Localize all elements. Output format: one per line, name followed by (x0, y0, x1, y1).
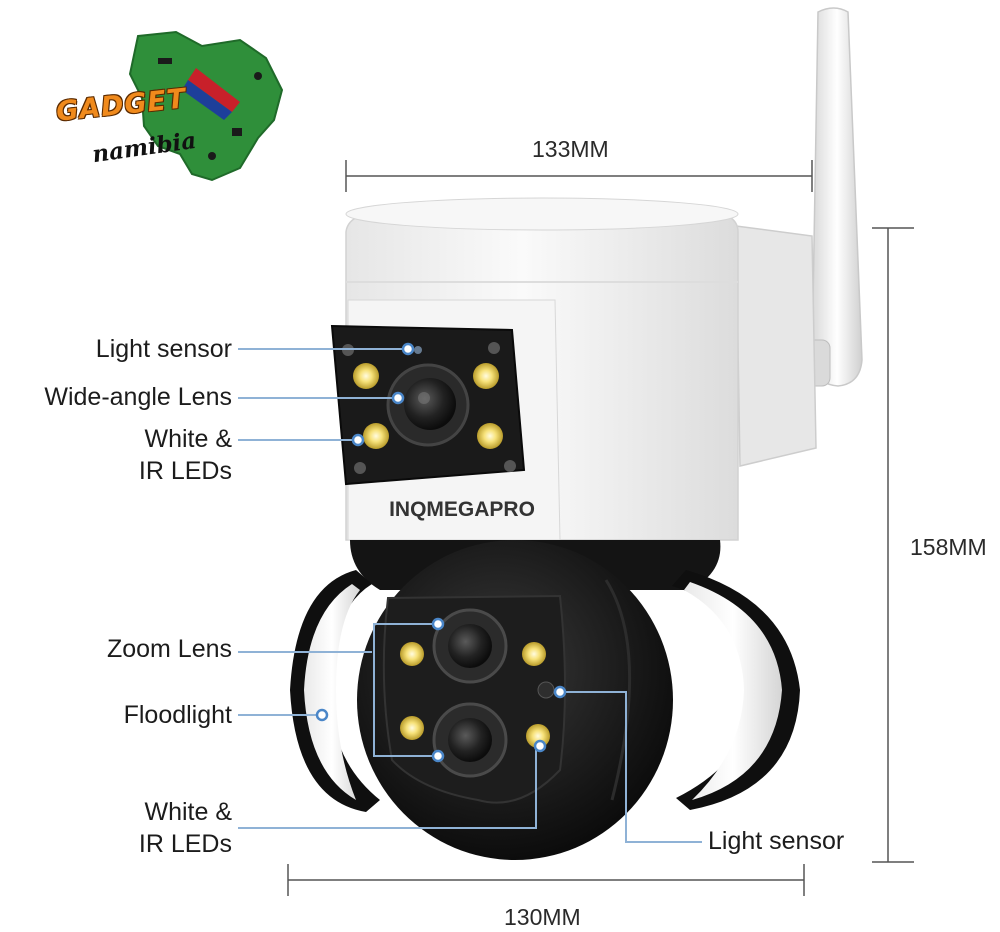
mount-bracket (735, 225, 817, 467)
label-wide-angle-lens: Wide-angle Lens (44, 383, 232, 411)
floodlight-right (672, 570, 800, 810)
label-lower-light-sensor: Light sensor (708, 827, 845, 855)
label-floodlight: Floodlight (123, 701, 232, 729)
product-brand-text: INQMEGAPRO (389, 498, 535, 521)
namibia-map-icon (128, 30, 284, 182)
dimension-lines (287, 160, 914, 896)
dimension-top-width: 133MM (532, 136, 609, 162)
lower-camera-face (382, 594, 566, 804)
gadget-namibia-logo: GADGET namibia (26, 28, 286, 188)
label-upper-light-sensor: Light sensor (95, 335, 232, 363)
upper-camera-face (330, 324, 526, 486)
label-lower-leds-line2: IR LEDs (138, 830, 232, 858)
label-upper-leds-line2: IR LEDs (138, 457, 232, 485)
floodlight-left (290, 570, 380, 812)
label-lower-leds-line1: White & (144, 798, 232, 826)
callout-dots (315, 342, 567, 763)
label-upper-leds-line1: White & (144, 425, 232, 453)
dimension-height: 158MM (910, 534, 987, 560)
dimension-bottom-width: 130MM (504, 904, 581, 930)
callout-lines (238, 348, 702, 843)
label-zoom-lens: Zoom Lens (106, 635, 232, 663)
